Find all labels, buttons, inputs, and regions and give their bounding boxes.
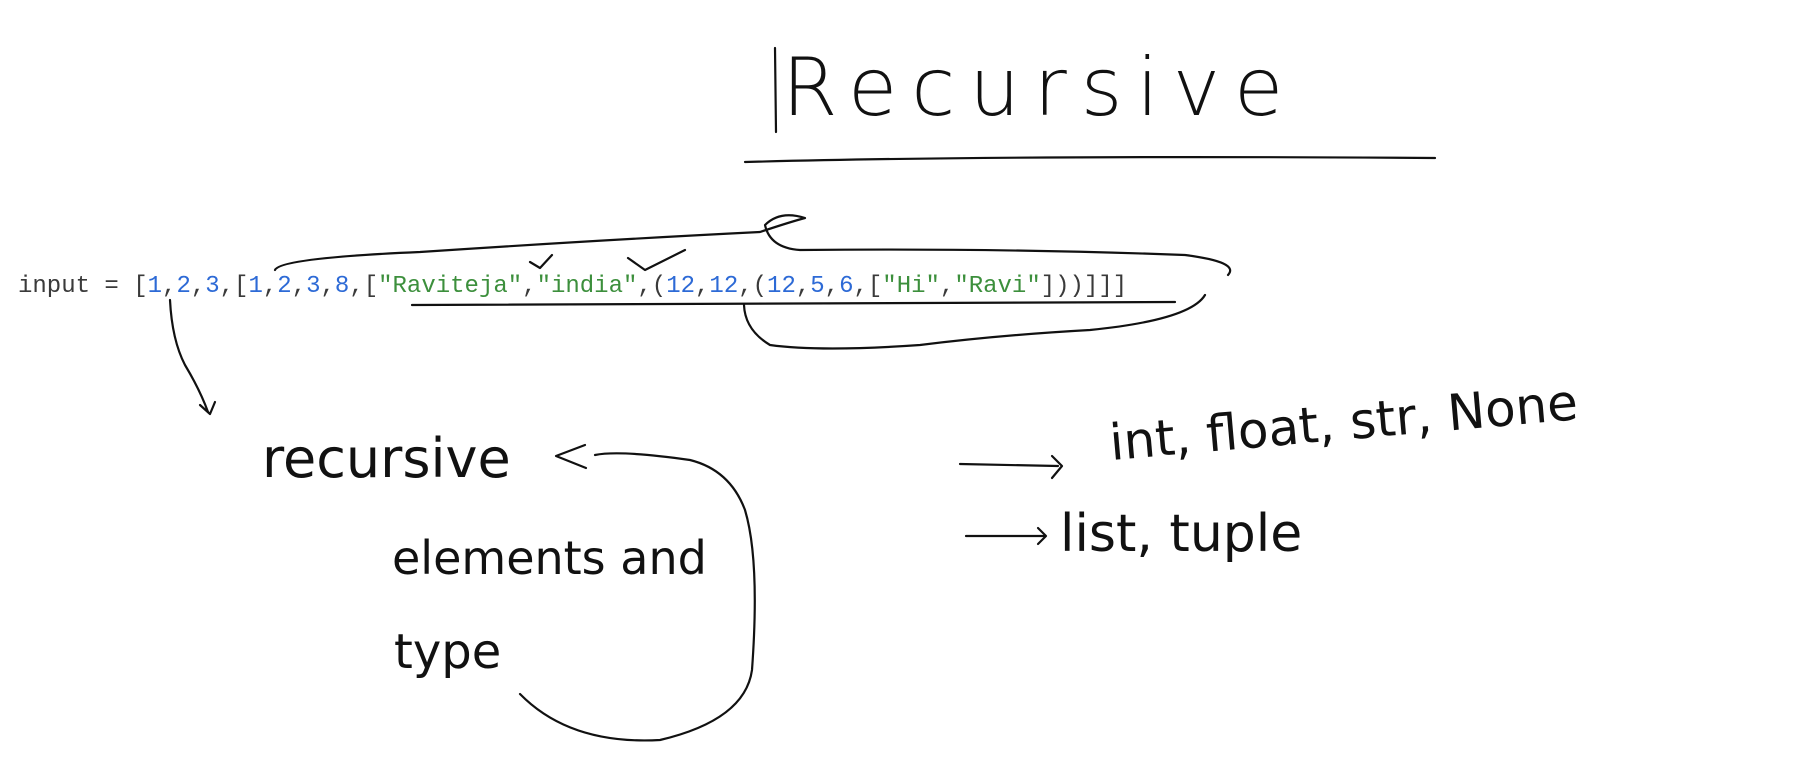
arrow-right-1-head [1050,454,1064,480]
code-punct: , [190,273,206,300]
upper-bracket-loop [273,214,1232,277]
code-punct: , [320,273,335,300]
code-number: 6 [839,273,854,300]
arrow-right-1 [958,462,1060,468]
note-recursive: recursive [262,427,511,490]
note-container-types: list, tuple [1060,504,1303,564]
code-number: 8 [334,273,350,300]
page-title: Recursive [782,41,1298,134]
code-punct: ,[ [349,273,379,300]
recursion-loop [518,452,756,742]
code-punct: ,( [637,273,667,300]
code-punct: input = [ [18,273,148,300]
code-punct: ,( [738,273,768,300]
code-punct: ]))]]] [1040,273,1128,300]
code-number: 1 [147,273,163,300]
recursion-arrow-head [554,443,588,470]
code-number: 2 [277,273,292,300]
note-elements-and: elements and [392,531,707,585]
code-punct: ,[ [853,273,883,300]
code-number: 12 [709,273,739,300]
arrow-head-1 [198,400,217,416]
code-punct: , [291,273,307,300]
code-punct: , [522,273,537,300]
code-punct: ,[ [219,273,249,300]
code-number: 12 [767,273,796,300]
check-mark-2 [626,248,687,272]
code-string: "Ravi" [954,273,1041,300]
code-number: 2 [176,273,191,300]
code-punct: , [262,273,278,300]
arrow-to-recursive [168,298,210,414]
code-punct: , [939,273,955,300]
code-number: 3 [205,273,220,300]
code-number: 12 [666,273,696,300]
title-underline [743,156,1437,164]
code-string: "Raviteja" [378,273,523,300]
title-bar-stroke [773,46,778,134]
code-input-line: input = [1,2,3,[1,2,3,8,["Raviteja","ind… [18,272,1127,302]
note-type: type [394,624,502,680]
check-mark-1 [528,253,554,270]
code-punct: , [795,273,811,300]
code-string: "Hi" [882,273,940,300]
lower-tuple-loop [742,293,1207,350]
inner-list-underline [410,300,1177,307]
code-punct: , [824,273,840,300]
code-string: "india" [536,273,638,300]
arrow-right-2-head [1036,526,1048,546]
code-number: 3 [306,273,321,300]
code-punct: , [162,273,177,300]
code-punct: , [695,273,710,300]
code-number: 1 [248,273,263,300]
code-number: 5 [810,273,825,300]
